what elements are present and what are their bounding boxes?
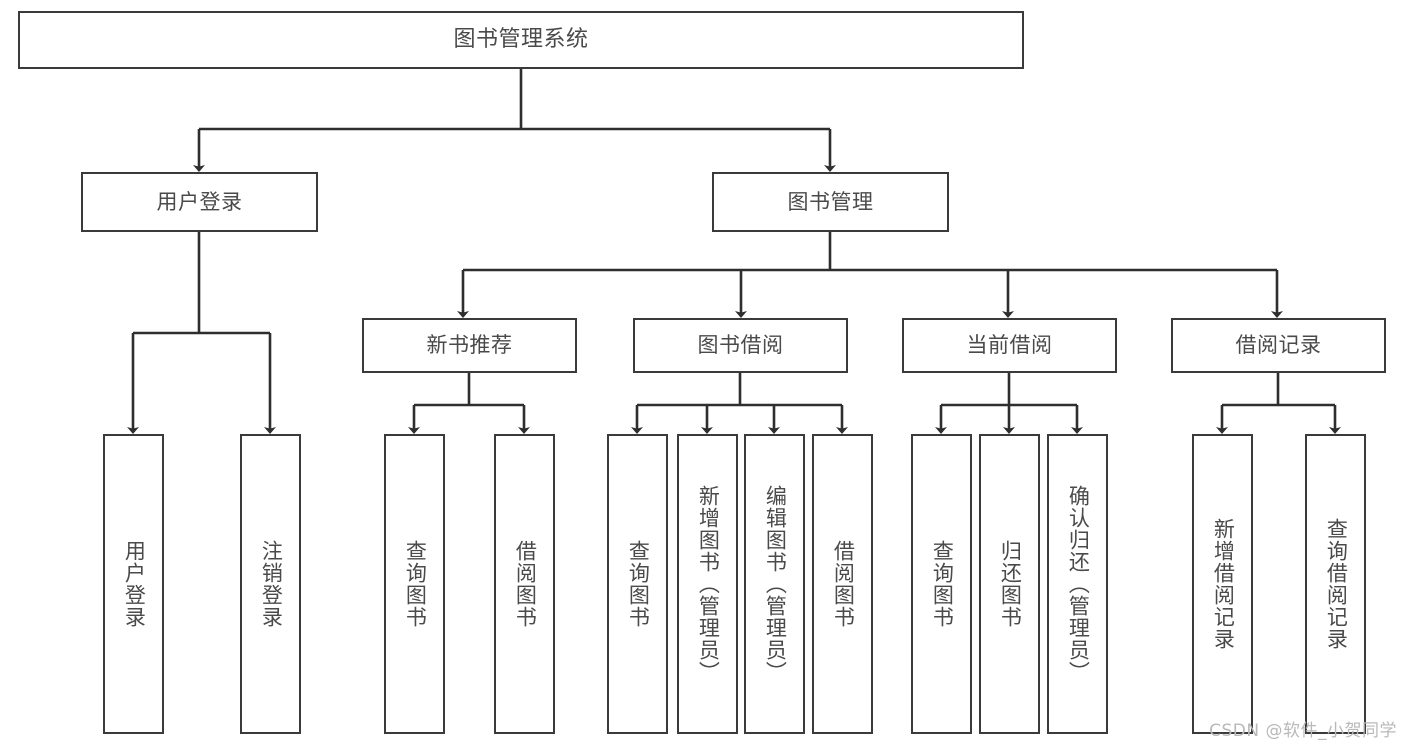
node-label: 新书推荐 bbox=[426, 333, 513, 358]
node-label: 确认归还（管理员） bbox=[1066, 485, 1091, 683]
node-label: 查询图书 bbox=[930, 540, 955, 628]
node-label: 当前借阅 bbox=[966, 333, 1053, 358]
node-label: 查询图书 bbox=[626, 540, 651, 628]
node-label: 图书管理 bbox=[787, 189, 874, 214]
node-label: 图书管理系统 bbox=[453, 27, 589, 53]
node-book-borrow[interactable]: 图书借阅 bbox=[633, 318, 848, 373]
node-user-login[interactable]: 用户登录 bbox=[81, 172, 318, 232]
leaf-borrow-query-book[interactable]: 查询图书 bbox=[607, 434, 668, 734]
leaf-borrow-edit-book[interactable]: 编辑图书（管理员） bbox=[744, 434, 805, 734]
node-new-book-recommend[interactable]: 新书推荐 bbox=[362, 318, 577, 373]
node-label: 图书借阅 bbox=[697, 333, 784, 358]
node-label: 查询借阅记录 bbox=[1324, 518, 1349, 650]
csdn-watermark: CSDN @软件_小贺同学 bbox=[1209, 721, 1397, 741]
node-label: 归还图书 bbox=[998, 540, 1023, 628]
node-label: 借阅图书 bbox=[831, 540, 856, 628]
node-label: 新增借阅记录 bbox=[1211, 518, 1236, 650]
leaf-record-add[interactable]: 新增借阅记录 bbox=[1192, 434, 1253, 734]
node-label: 借阅图书 bbox=[513, 540, 538, 628]
leaf-borrow-borrow-book[interactable]: 借阅图书 bbox=[812, 434, 873, 734]
leaf-recommend-query-book[interactable]: 查询图书 bbox=[384, 434, 445, 734]
leaf-user-login[interactable]: 用户登录 bbox=[103, 434, 164, 734]
node-current-borrow[interactable]: 当前借阅 bbox=[902, 318, 1117, 373]
node-label: 查询图书 bbox=[403, 540, 428, 628]
node-label: 新增图书（管理员） bbox=[696, 485, 721, 683]
node-label: 借阅记录 bbox=[1235, 333, 1322, 358]
node-root-system[interactable]: 图书管理系统 bbox=[18, 11, 1024, 69]
leaf-current-query-book[interactable]: 查询图书 bbox=[911, 434, 972, 734]
node-label: 编辑图书（管理员） bbox=[763, 485, 788, 683]
leaf-current-return-book[interactable]: 归还图书 bbox=[979, 434, 1040, 734]
node-borrow-record[interactable]: 借阅记录 bbox=[1171, 318, 1386, 373]
leaf-borrow-add-book[interactable]: 新增图书（管理员） bbox=[677, 434, 738, 734]
leaf-user-logout[interactable]: 注销登录 bbox=[240, 434, 301, 734]
node-label: 用户登录 bbox=[156, 189, 243, 214]
leaf-recommend-borrow-book[interactable]: 借阅图书 bbox=[494, 434, 555, 734]
leaf-record-query[interactable]: 查询借阅记录 bbox=[1305, 434, 1366, 734]
node-label: 用户登录 bbox=[122, 540, 147, 628]
node-label: 注销登录 bbox=[259, 540, 284, 628]
leaf-current-confirm-return[interactable]: 确认归还（管理员） bbox=[1047, 434, 1108, 734]
node-book-management[interactable]: 图书管理 bbox=[712, 172, 949, 232]
